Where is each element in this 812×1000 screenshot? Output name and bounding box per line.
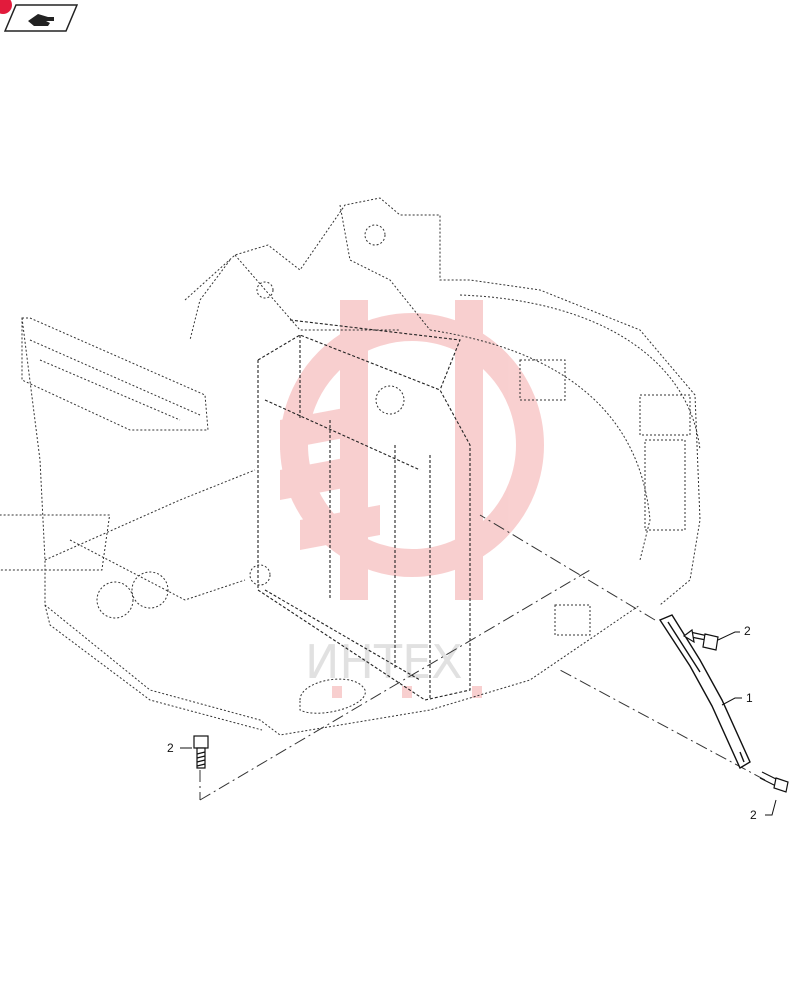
red-dot-icon — [0, 0, 12, 14]
callout-2-lower: 2 — [750, 808, 757, 822]
cooler-block — [257, 319, 471, 701]
callout-2-left: 2 — [167, 741, 174, 755]
assembly-lines — [199, 514, 766, 801]
callout-1: 1 — [746, 691, 753, 705]
watermark-text: ИНТЕХ — [305, 635, 463, 689]
callout-2-upper: 2 — [744, 624, 751, 638]
machine-frame — [0, 197, 701, 736]
part-2-bolt-upper[interactable] — [682, 628, 719, 651]
part-1-rod[interactable] — [658, 614, 751, 770]
part-2-bolt-lower[interactable] — [759, 771, 789, 793]
hand-pointer-icon — [28, 14, 54, 26]
back-navigation-button[interactable] — [4, 4, 78, 32]
leader-lines — [180, 631, 777, 816]
part-2-bolt-left[interactable] — [193, 735, 209, 769]
watermark-logo: ИНТЕХ — [280, 300, 544, 698]
